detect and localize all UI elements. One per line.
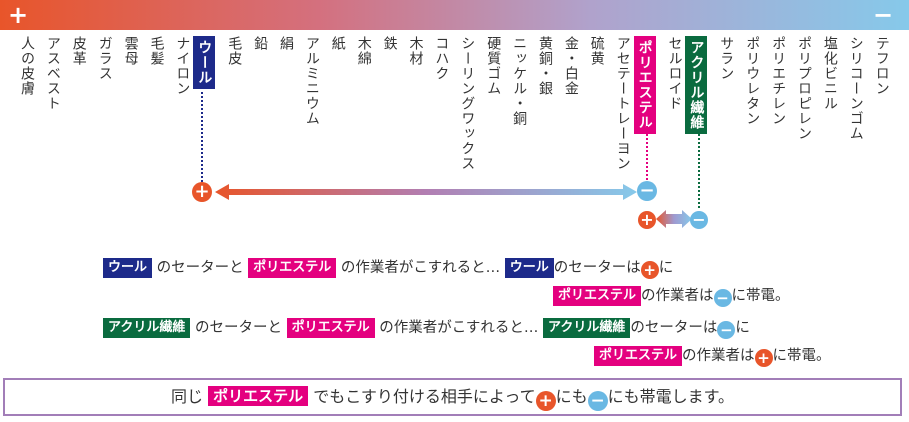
material-label: 金・白金 [562, 36, 579, 96]
row4-text-2: に帯電。 [772, 348, 831, 364]
material-label: コハク [433, 36, 450, 81]
material-label: ポリウレタン [744, 36, 761, 126]
explanation-row-3: アクリル繊維 のセーターと ポリエステル の作業者がこすれると… アクリル繊維の… [103, 316, 750, 339]
material-label: シリコーンゴム [847, 36, 864, 141]
material-label: 鉄 [381, 36, 398, 51]
triboelectric-scale-bar [0, 0, 909, 30]
plus-icon: + [535, 391, 556, 411]
minus-icon: − [587, 391, 608, 411]
wool-plus-icon: + [192, 182, 212, 202]
polyester-tag: ポリエステル [208, 386, 309, 406]
explanation-row-4: ポリエステルの作業者は+に帯電。 [594, 344, 831, 367]
polyester-highlight-label: ポリエステル [633, 36, 656, 134]
row3-text-3: のセーターは [630, 320, 718, 336]
material-label: テフロン [873, 36, 890, 96]
material-label: 人の皮膚 [19, 36, 35, 96]
material-label: 鉛 [252, 36, 269, 51]
polyester-tag: ポリエステル [553, 286, 642, 306]
material-label: アセテートレーヨン [614, 36, 631, 171]
polyester-connector-line [646, 126, 648, 180]
row2-text-2: に帯電。 [731, 288, 790, 304]
row3-text-4: に [735, 320, 750, 336]
material-label: アスベスト [44, 36, 61, 111]
material-label: 紙 [329, 36, 346, 51]
plus-icon: + [754, 349, 773, 367]
row1-text-4: に [658, 260, 674, 276]
material-label: サラン [718, 36, 735, 81]
polyester-plus-icon: + [638, 211, 656, 229]
material-label: 毛皮 [226, 36, 243, 66]
material-label: ニッケル・銅 [511, 36, 528, 126]
material-label: 黄銅・銀 [537, 36, 553, 96]
material-label: 硬質ゴム [485, 36, 502, 96]
material-label: セルロイド [666, 36, 683, 111]
row1-text-3: のセーターは [553, 260, 641, 276]
row3-text-2: の作業者がこすれると… [379, 320, 539, 336]
wool-polyester-arrow [215, 184, 637, 200]
acrylic-connector-line [698, 130, 700, 208]
summary-text-2: でもこすり付ける相手によって [313, 387, 536, 406]
wool-tag: ウール [504, 258, 554, 278]
wool-tag: ウール [103, 258, 153, 278]
polyester-acrylic-arrow [656, 210, 692, 228]
polyester-tag: ポリエステル [248, 258, 337, 278]
acrylic-minus-icon: − [690, 211, 708, 229]
summary-text-1: 同じ [170, 387, 203, 406]
acrylic-highlight-label: アクリル繊維 [685, 36, 708, 134]
row1-text-2: の作業者がこすれると… [340, 260, 501, 276]
material-label: 木綿 [355, 36, 372, 66]
material-label: 毛髪 [148, 36, 165, 66]
material-label: 木材 [407, 36, 424, 66]
negative-end-label: − [873, 1, 894, 29]
summary-text-3: にも [555, 387, 588, 406]
material-label: シーリングワックス [459, 36, 476, 171]
explanation-row-2: ポリエステルの作業者は−に帯電。 [553, 284, 790, 307]
wool-connector-line [201, 92, 203, 182]
material-label: ナイロン [174, 36, 191, 96]
row3-text-1: のセーターと [194, 320, 282, 336]
material-label: 皮革 [70, 36, 87, 66]
material-label: ポリエチレン [770, 36, 787, 126]
material-label: 絹 [278, 36, 294, 51]
acrylic-tag: アクリル繊維 [543, 318, 631, 338]
material-label: アルミニウム [303, 36, 320, 126]
minus-icon: − [717, 321, 736, 339]
summary-box: 同じ ポリエステル でもこすり付ける相手によって+にも−にも帯電します。 [3, 378, 902, 416]
explanation-row-1: ウール のセーターと ポリエステル の作業者がこすれると… ウールのセーターは+… [103, 256, 673, 279]
minus-icon: − [713, 289, 732, 307]
plus-icon: + [640, 261, 659, 279]
row4-text-1: の作業者は [682, 348, 755, 364]
material-label: 雲母 [122, 36, 139, 66]
polyester-tag: ポリエステル [594, 346, 683, 366]
summary-text-4: にも帯電します。 [607, 387, 735, 406]
row1-text-1: のセーターと [156, 260, 244, 276]
wool-highlight-label: ウール [193, 36, 216, 89]
row2-text-1: の作業者は [641, 288, 714, 304]
positive-end-label: + [8, 1, 29, 29]
material-label: ポリプロピレン [796, 36, 812, 141]
polyester-tag: ポリエステル [286, 318, 375, 338]
acrylic-tag: アクリル繊維 [103, 318, 191, 338]
polyester-minus-icon: − [637, 181, 657, 201]
material-label: ガラス [96, 36, 113, 81]
material-label: 塩化ビニル [821, 36, 838, 111]
material-label: 硫黄 [588, 36, 605, 66]
